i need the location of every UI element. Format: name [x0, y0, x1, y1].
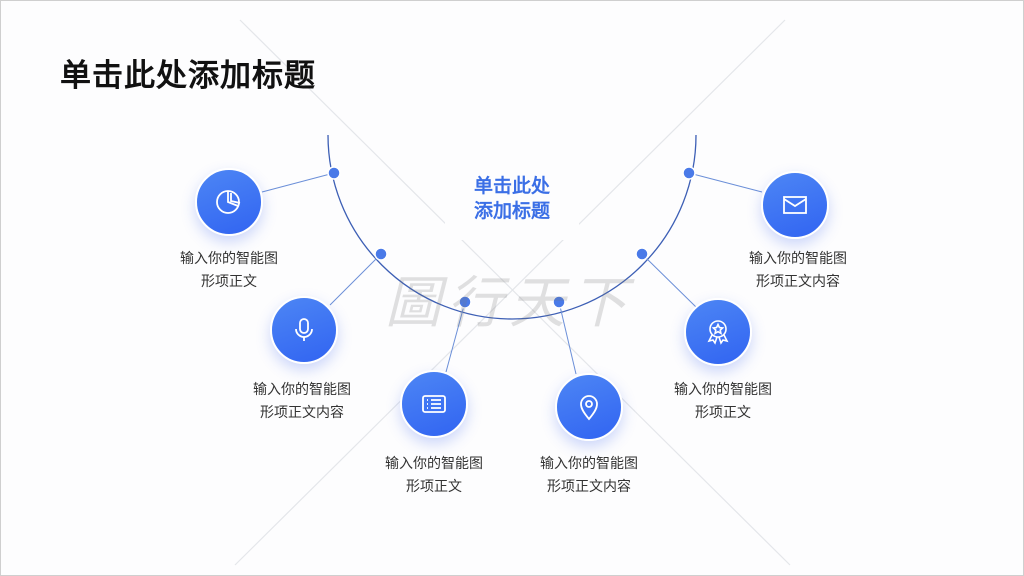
- diagonal-line: [234, 19, 786, 566]
- arc-dot: [374, 247, 388, 261]
- arc-dot: [552, 295, 566, 309]
- node-2-label: 输入你的智能图 形项正文内容: [222, 379, 382, 425]
- label-line: 输入你的智能图: [749, 251, 847, 267]
- node-1-label: 输入你的智能图 形项正文: [149, 248, 309, 294]
- microphone-icon: [295, 318, 313, 341]
- label-line: 形项正文内容: [547, 479, 631, 495]
- label-line: 输入你的智能图: [540, 456, 638, 472]
- label-line: 输入你的智能图: [180, 251, 278, 267]
- center-title-line1: 单击此处: [473, 175, 550, 197]
- label-line: 形项正文内容: [260, 405, 344, 421]
- diagonal-line: [239, 19, 791, 566]
- arc-dot: [635, 247, 649, 261]
- connector: [688, 172, 763, 193]
- label-line: 输入你的智能图: [253, 382, 351, 398]
- location-pin-icon: [580, 395, 598, 421]
- label-line: 形项正文内容: [756, 274, 840, 290]
- label-line: 输入你的智能图: [385, 456, 483, 472]
- connector: [329, 253, 382, 306]
- arc-dot: [682, 166, 696, 180]
- node-5: [684, 298, 752, 366]
- envelope-icon: [783, 196, 807, 214]
- label-line: 输入你的智能图: [674, 382, 772, 398]
- label-line: 形项正文: [406, 479, 462, 495]
- connector: [641, 253, 697, 308]
- center-title-line2: 添加标题: [473, 200, 550, 222]
- list-icon: [422, 395, 446, 413]
- watermark: 圖行天下: [385, 271, 633, 336]
- award-badge-icon: [707, 320, 729, 345]
- label-line: 形项正文: [695, 405, 751, 421]
- center-title[interactable]: 单击此处 添加标题: [452, 174, 572, 224]
- node-3-label: 输入你的智能图 形项正文: [354, 453, 514, 499]
- connector: [558, 301, 577, 375]
- node-6: [761, 171, 829, 239]
- connector: [261, 172, 335, 193]
- page-title[interactable]: 单击此处添加标题: [60, 58, 316, 94]
- node-2: [270, 296, 338, 364]
- arc-dot: [458, 295, 472, 309]
- arc: [327, 134, 697, 320]
- node-1: [195, 168, 263, 236]
- label-line: 形项正文: [201, 274, 257, 290]
- node-3: [400, 370, 468, 438]
- node-6-label: 输入你的智能图 形项正文内容: [718, 248, 878, 294]
- node-4: [555, 373, 623, 441]
- pie-chart-icon: [216, 190, 241, 214]
- node-4-label: 输入你的智能图 形项正文内容: [509, 453, 669, 499]
- arc-dot: [327, 166, 341, 180]
- node-5-label: 输入你的智能图 形项正文: [643, 379, 803, 425]
- connector: [445, 301, 466, 373]
